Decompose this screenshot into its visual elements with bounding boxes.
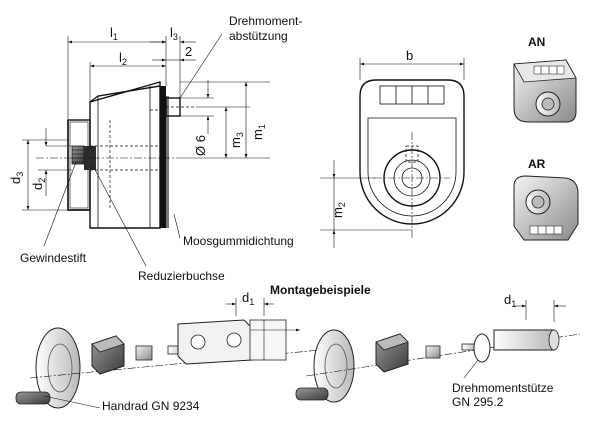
variant-an-label: AN bbox=[528, 35, 545, 49]
dim-m2: m2 bbox=[330, 202, 347, 218]
dim-l3: l3 bbox=[170, 25, 178, 42]
reduzierbuchse-label: Reduzierbuchse bbox=[138, 269, 225, 283]
drehmoment-label-line1: Drehmoment- bbox=[229, 14, 302, 28]
dim-l1: l1 bbox=[110, 25, 118, 42]
stuetze-label-line1: Drehmomentstütze bbox=[452, 381, 554, 395]
dim-2: 2 bbox=[185, 44, 192, 59]
front-view bbox=[320, 58, 465, 248]
dim-d1-example2: d1 bbox=[504, 292, 516, 309]
dim-d2: d2 bbox=[30, 178, 47, 190]
variant-ar-label: AR bbox=[528, 157, 546, 171]
dim-l2: l2 bbox=[119, 50, 127, 67]
gewindestift-label: Gewindestift bbox=[20, 251, 87, 265]
variant-ar-render bbox=[513, 175, 579, 241]
example-2-stuetze bbox=[295, 300, 581, 403]
dim-m3: m3 bbox=[228, 132, 245, 148]
handrad-label: Handrad GN 9234 bbox=[102, 399, 200, 413]
drehmoment-label-line2: abstützung bbox=[229, 29, 288, 43]
dim-d1-example1: d1 bbox=[242, 290, 254, 307]
example-1-handrad bbox=[15, 298, 321, 409]
stuetze-label-line2: GN 295.2 bbox=[452, 395, 504, 409]
variant-an-render bbox=[513, 59, 577, 123]
dim-phi6: Ø 6 bbox=[193, 135, 208, 156]
dim-m1: m1 bbox=[250, 124, 267, 140]
montage-title: Montagebeispiele bbox=[270, 283, 371, 297]
dim-d3: d3 bbox=[8, 172, 25, 184]
dim-b: b bbox=[406, 48, 413, 63]
moosgummi-label: Moosgummidichtung bbox=[183, 234, 294, 248]
side-view bbox=[22, 33, 270, 267]
